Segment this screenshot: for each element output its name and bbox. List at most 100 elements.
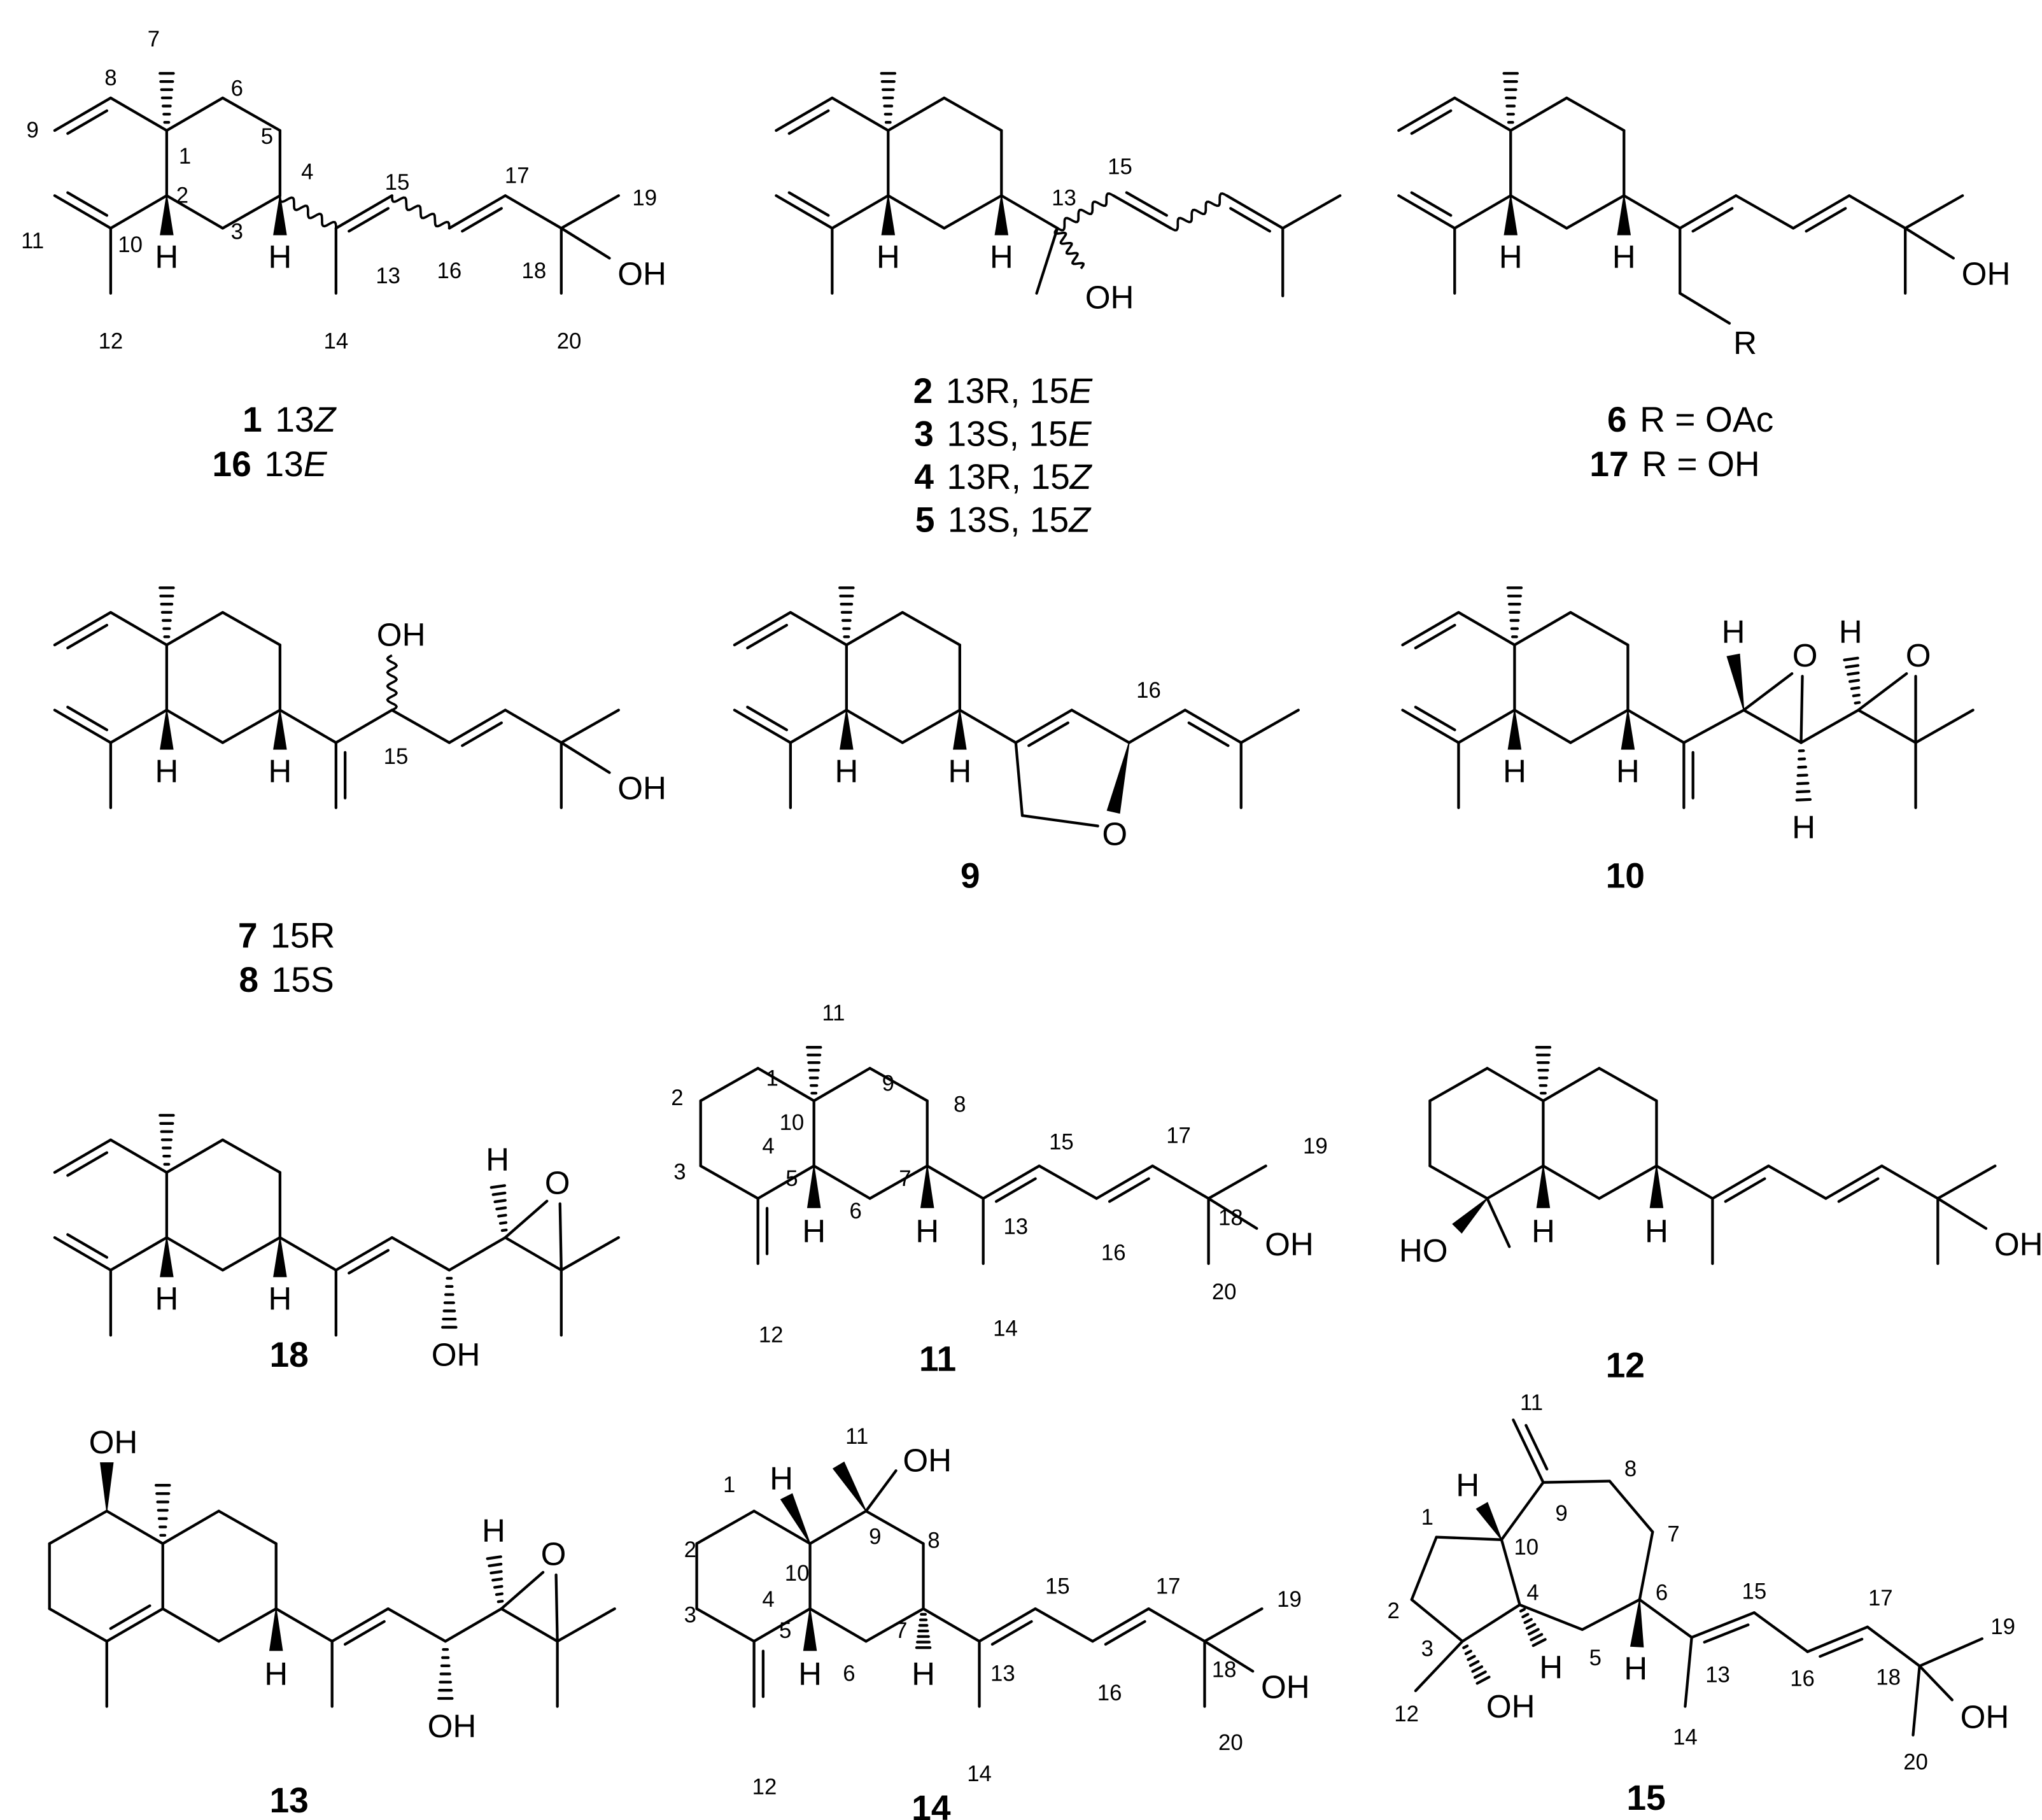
single-bond xyxy=(1020,814,1099,828)
atom-number: 17 xyxy=(505,164,530,188)
wedge-bond xyxy=(160,1237,174,1278)
hash-stroke xyxy=(1796,773,1808,777)
wedge-bond xyxy=(1617,195,1631,236)
wedge-bond xyxy=(1507,710,1522,750)
hashed-bond xyxy=(489,1184,508,1232)
single-bond xyxy=(808,1607,868,1643)
compound-number: 3 xyxy=(914,414,934,454)
compound-number: 9 xyxy=(961,856,980,895)
single-bond xyxy=(926,1164,985,1200)
single-bond xyxy=(1034,1607,1094,1643)
double-bond xyxy=(982,1164,1041,1200)
hash-stroke xyxy=(1467,1654,1476,1661)
compound-number: 2 xyxy=(913,371,933,411)
hashed-bond xyxy=(1502,72,1519,124)
single-bond xyxy=(1936,1164,1997,1200)
single-bond xyxy=(1735,194,1795,230)
atom-number: 2 xyxy=(1387,1599,1399,1623)
hydrogen-label: H xyxy=(482,1513,505,1549)
atom-number: 4 xyxy=(762,1134,774,1159)
compound-stereo-descriptor: E xyxy=(1068,414,1092,454)
atom-number: 6 xyxy=(1656,1581,1668,1605)
hydrogen-label: H xyxy=(264,1656,288,1692)
atom-number: 19 xyxy=(1277,1588,1302,1612)
hash-stroke xyxy=(1519,1607,1526,1613)
single-bond xyxy=(831,194,890,230)
hash-stroke xyxy=(1532,1638,1547,1647)
atom-number: 9 xyxy=(26,118,38,143)
wedge-bond xyxy=(806,1166,821,1208)
atom-number: 19 xyxy=(632,186,657,210)
single-bond xyxy=(1410,1535,1438,1601)
single-bond xyxy=(1207,1197,1258,1230)
hydrogen-label: H xyxy=(1499,239,1523,275)
single-bond xyxy=(1918,1637,1984,1668)
single-bond xyxy=(1486,1164,1545,1200)
double-bond xyxy=(447,709,507,744)
hashed-bond xyxy=(805,1046,822,1095)
double-bond-inner-line xyxy=(1819,1637,1864,1658)
atom-number: 4 xyxy=(301,160,313,184)
hashed-bond xyxy=(880,72,897,124)
hashed-bond xyxy=(915,1612,932,1649)
hydrogen-label: H xyxy=(1456,1467,1479,1503)
single-bond xyxy=(1509,96,1568,132)
double-bond xyxy=(733,610,792,647)
double-bond xyxy=(1824,1164,1884,1200)
hash-stroke xyxy=(1848,679,1861,683)
hydrogen-label: H xyxy=(1722,614,1745,650)
single-bond xyxy=(922,1607,981,1643)
hash-stroke xyxy=(1525,1623,1537,1630)
atom-number: 2 xyxy=(684,1538,696,1562)
single-bond xyxy=(1203,1607,1264,1643)
wedge-bond xyxy=(1536,1166,1551,1208)
hash-stroke xyxy=(496,1600,504,1604)
compound-config: 13 xyxy=(275,400,314,439)
hydrogen-label: H xyxy=(1624,1651,1647,1687)
hashed-bond xyxy=(158,1113,175,1166)
double-bond xyxy=(1679,194,1738,230)
oxygen-label: O xyxy=(1906,637,1931,674)
double-bond xyxy=(1014,709,1073,744)
compound-number: 1 xyxy=(243,400,262,439)
compound-number: 17 xyxy=(1589,444,1628,484)
single-bond xyxy=(109,194,169,230)
single-bond xyxy=(1857,672,1908,712)
single-bond xyxy=(1207,1164,1267,1200)
wedge-bond xyxy=(160,710,174,750)
compound-config: 15S xyxy=(272,960,334,999)
single-bond xyxy=(1655,1164,1714,1200)
wedge-bond xyxy=(780,1493,811,1544)
atom-number: 3 xyxy=(231,220,243,244)
atom-number: 7 xyxy=(1667,1523,1679,1547)
atom-number: 20 xyxy=(1218,1731,1243,1755)
single-bond xyxy=(1866,1625,1921,1668)
single-bond xyxy=(1569,709,1630,744)
double-bond xyxy=(53,194,113,230)
single-bond xyxy=(695,1607,756,1643)
double-bond-inner-line xyxy=(1027,721,1069,747)
hash-stroke xyxy=(495,1206,507,1211)
double-bond-inner-line xyxy=(1524,1423,1549,1471)
single-bond xyxy=(1147,1607,1206,1643)
single-bond xyxy=(390,1236,451,1272)
compound-stereo-descriptor: Z xyxy=(1067,500,1092,540)
atom-number: 5 xyxy=(779,1619,791,1643)
single-bond xyxy=(1880,1164,1940,1200)
single-bond xyxy=(1542,1164,1601,1200)
single-bond xyxy=(165,709,225,744)
double-bond-inner-line xyxy=(1410,109,1453,135)
atom-number: 6 xyxy=(231,77,243,101)
double-bond-inner-line xyxy=(66,1151,109,1177)
double-bond-inner-line xyxy=(1837,1177,1880,1203)
wavy-bond xyxy=(1170,192,1228,232)
atom-number: 13 xyxy=(1052,186,1076,210)
atom-number: 17 xyxy=(1166,1124,1191,1148)
single-bond xyxy=(808,1509,868,1545)
double-bond-inner-line xyxy=(1703,1623,1750,1644)
atom-number: 10 xyxy=(1514,1535,1539,1560)
atom-number: 12 xyxy=(1394,1702,1419,1726)
